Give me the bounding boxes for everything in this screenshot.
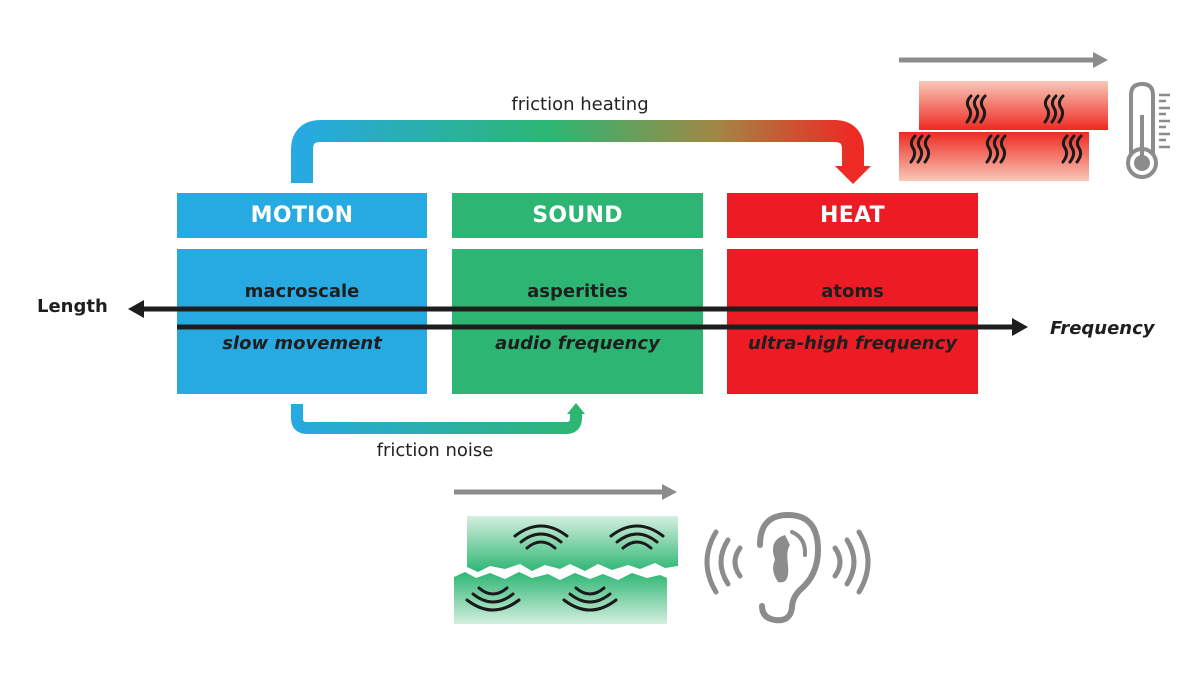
heat-wave-line <box>972 94 980 124</box>
sound-box: asperities audio frequency <box>452 249 703 394</box>
motion-frequency-label: slow movement <box>222 333 382 354</box>
heat-wave-line <box>979 94 987 124</box>
motion-box: macroscale slow movement <box>177 249 427 394</box>
thermometer-icon <box>1126 81 1170 179</box>
sound-motion-arrow <box>454 484 677 500</box>
length-axis-label: Length <box>37 296 108 317</box>
heat-frequency-label: ultra-high frequency <box>747 333 958 354</box>
heat-wave-line <box>923 134 931 164</box>
heat-box: atoms ultra-high frequency <box>727 249 978 394</box>
heat-wave-line <box>992 134 1000 164</box>
sound-header: SOUND <box>452 193 703 238</box>
sound-title: SOUND <box>532 203 623 228</box>
friction-noise-label: friction noise <box>376 440 494 461</box>
heat-scale-label: atoms <box>821 281 884 302</box>
heat-wave-line <box>1075 134 1083 164</box>
ear-icon <box>704 511 871 624</box>
sound-frequency-label: audio frequency <box>495 333 660 354</box>
motion-scale-label: macroscale <box>244 281 360 302</box>
heat-wave-line <box>1061 134 1069 164</box>
sliding-hot-blocks-icon <box>899 81 1108 181</box>
heat-wave-line <box>1050 94 1058 124</box>
heat-wave-line <box>985 134 993 164</box>
heat-wave-line <box>1043 94 1051 124</box>
heat-wave-line <box>999 134 1007 164</box>
heat-wave-line <box>965 94 973 124</box>
sliding-rough-blocks-icon <box>454 516 678 624</box>
heat-wave-line <box>1068 134 1076 164</box>
frequency-axis-label: Frequency <box>1050 318 1155 339</box>
heat-wave-line <box>916 134 924 164</box>
motion-header: MOTION <box>177 193 427 238</box>
friction-heating-label: friction heating <box>511 94 649 115</box>
heat-wave-line <box>1057 94 1065 124</box>
friction-noise-arrow <box>291 403 585 434</box>
heat-header: HEAT <box>727 193 978 238</box>
heat-motion-arrow <box>899 52 1108 68</box>
friction-heating-arrow <box>291 120 871 184</box>
heat-title: HEAT <box>820 203 885 228</box>
heat-wave-line <box>909 134 917 164</box>
sound-scale-label: asperities <box>527 281 628 302</box>
motion-title: MOTION <box>250 203 354 228</box>
